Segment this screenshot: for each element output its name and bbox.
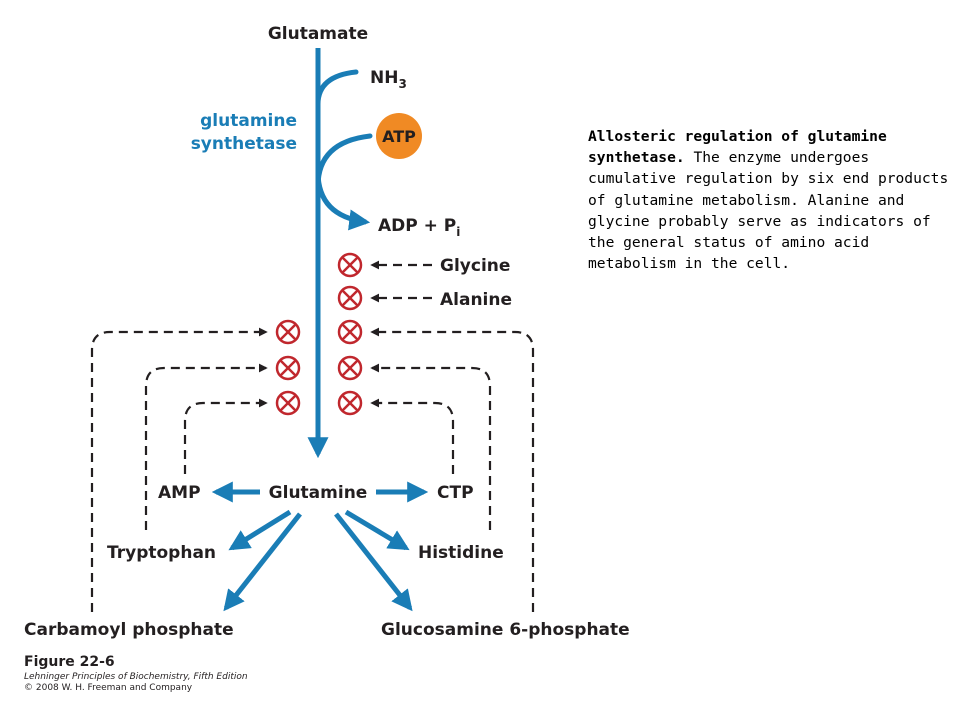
inhibition-symbol	[337, 285, 363, 311]
glucosamine-feedback-arrow	[370, 327, 535, 612]
figure-caption: Allosteric regulation of glutamine synth…	[588, 126, 960, 274]
caption-title: Allosteric regulation of glutamine synth…	[588, 128, 887, 167]
figure-book-title: Lehninger Principles of Biochemistry, Fi…	[24, 672, 248, 682]
carbamoyl-phosphate-label: Carbamoyl phosphate	[24, 620, 234, 640]
histidine-label: Histidine	[418, 543, 504, 563]
amp-feedback-arrow	[183, 398, 268, 474]
inhibition-symbol	[337, 319, 363, 345]
glucosamine-arrow	[334, 512, 413, 612]
glycine-inhibition-group: Glycine	[337, 252, 510, 278]
caption-body: The enzyme undergoes cumulative regulati…	[588, 149, 949, 273]
tryptophan-label: Tryptophan	[107, 543, 216, 563]
carbamoyl-arrow	[223, 512, 302, 612]
figure-number: Figure 22-6	[24, 654, 115, 670]
alanine-label: Alanine	[440, 290, 512, 310]
carbamoyl-feedback-arrow	[90, 327, 268, 612]
figure-copyright: © 2008 W. H. Freeman and Company	[24, 683, 193, 693]
atp-input-curve	[315, 133, 373, 189]
inhibition-symbol	[337, 390, 363, 416]
inhibition-symbol	[337, 252, 363, 278]
inhibition-symbol	[337, 355, 363, 381]
glycine-label: Glycine	[440, 256, 510, 276]
tryptophan-feedback-arrow	[144, 363, 268, 530]
tryptophan-arrow	[228, 509, 292, 551]
glucosamine-label: Glucosamine 6-phosphate	[381, 620, 630, 640]
enzyme-label-line2: synthetase	[191, 134, 297, 154]
enzyme-label-line1: glutamine	[200, 111, 297, 131]
atp-circle	[376, 113, 422, 159]
histidine-arrow	[344, 509, 410, 551]
substrate-label: Glutamate	[268, 24, 368, 44]
ammonia-input-curve	[315, 69, 359, 107]
figure-credit: Figure 22-6 Lehninger Principles of Bioc…	[24, 654, 248, 693]
histidine-feedback-arrow	[370, 363, 492, 530]
atp-label: ATP	[382, 127, 416, 146]
product-label: Glutamine	[269, 483, 368, 503]
inhibition-symbol	[275, 355, 301, 381]
ctp-label: CTP	[437, 483, 474, 503]
alanine-inhibition-group: Alanine	[337, 285, 512, 311]
ammonia-label: NH3	[370, 68, 407, 91]
adp-output-curve	[315, 171, 371, 231]
adp-label: ADP + Pi	[378, 216, 460, 239]
ctp-feedback-arrow	[370, 398, 455, 474]
inhibition-symbol	[275, 390, 301, 416]
amp-label: AMP	[158, 483, 201, 503]
inhibition-symbol	[275, 319, 301, 345]
